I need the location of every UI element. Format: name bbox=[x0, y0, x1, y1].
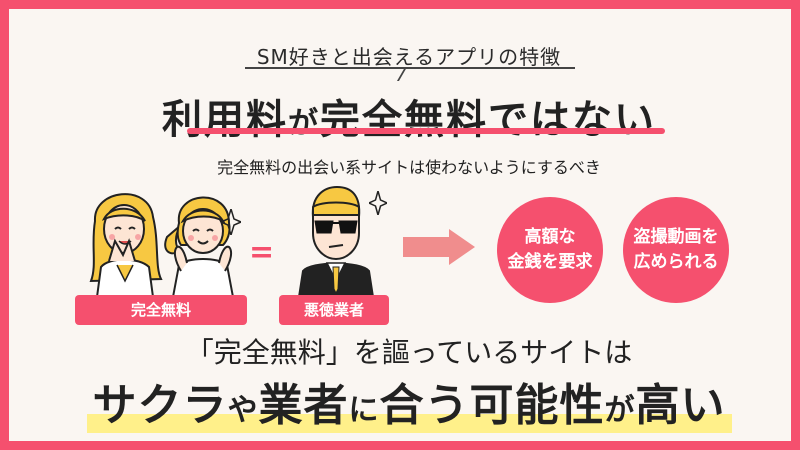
description: 完全無料の出会い系サイトは使わないようにするべき bbox=[217, 158, 601, 177]
conclusion-part: や bbox=[227, 393, 259, 428]
headline-part-4: ではない bbox=[488, 97, 656, 143]
conclusion-part: に bbox=[348, 393, 380, 428]
headline: 利用料が完全無料ではない bbox=[9, 87, 800, 145]
headline-part-1: 利用料 bbox=[162, 97, 288, 143]
consequence-text: 盗撮動画を bbox=[633, 226, 719, 247]
sparkle-icon bbox=[221, 209, 241, 235]
woman-excited-icon bbox=[164, 196, 235, 297]
free-label-tag: 完全無料 bbox=[75, 295, 247, 325]
consequence-text: 金銭を要求 bbox=[507, 252, 593, 272]
conclusion-highlight: サクラや業者に合う可能性が高い bbox=[86, 369, 732, 433]
headline-underline bbox=[187, 128, 665, 134]
consequence-text: 広められる bbox=[633, 252, 719, 272]
consequence-circle-money: 高額な 金銭を要求 bbox=[497, 197, 603, 303]
conclusion-part: 合う可能性 bbox=[379, 380, 605, 431]
conclusion-part: サクラ bbox=[92, 380, 228, 431]
headline-part-2: が bbox=[288, 106, 320, 141]
consequence-circle-video: 盗撮動画を 広められる bbox=[623, 197, 729, 303]
conclusion-line-1: 「完全無料」を謳っているサイトは bbox=[185, 336, 633, 369]
headline-part-3: 完全無料 bbox=[320, 97, 488, 143]
equals-sign: = bbox=[249, 235, 275, 270]
subtitle-underline bbox=[245, 67, 575, 69]
conclusion-part: が bbox=[604, 393, 636, 428]
conclusion-line-2: サクラや業者に合う可能性が高い bbox=[9, 369, 800, 433]
conclusion-part: 業者 bbox=[258, 380, 349, 431]
subtitle: SM好きと出会えるアプリの特徴 bbox=[256, 45, 562, 69]
sparkle-icon bbox=[369, 191, 387, 215]
arrow-right-icon bbox=[403, 237, 449, 257]
sunglasses-man-icon bbox=[297, 185, 375, 297]
arrow-right-head bbox=[449, 229, 475, 265]
woman-clapping-icon bbox=[89, 193, 163, 297]
vendor-label-tag: 悪徳業者 bbox=[279, 295, 389, 325]
conclusion-part: 高い bbox=[635, 380, 726, 431]
consequence-text: 高額な bbox=[524, 226, 576, 247]
